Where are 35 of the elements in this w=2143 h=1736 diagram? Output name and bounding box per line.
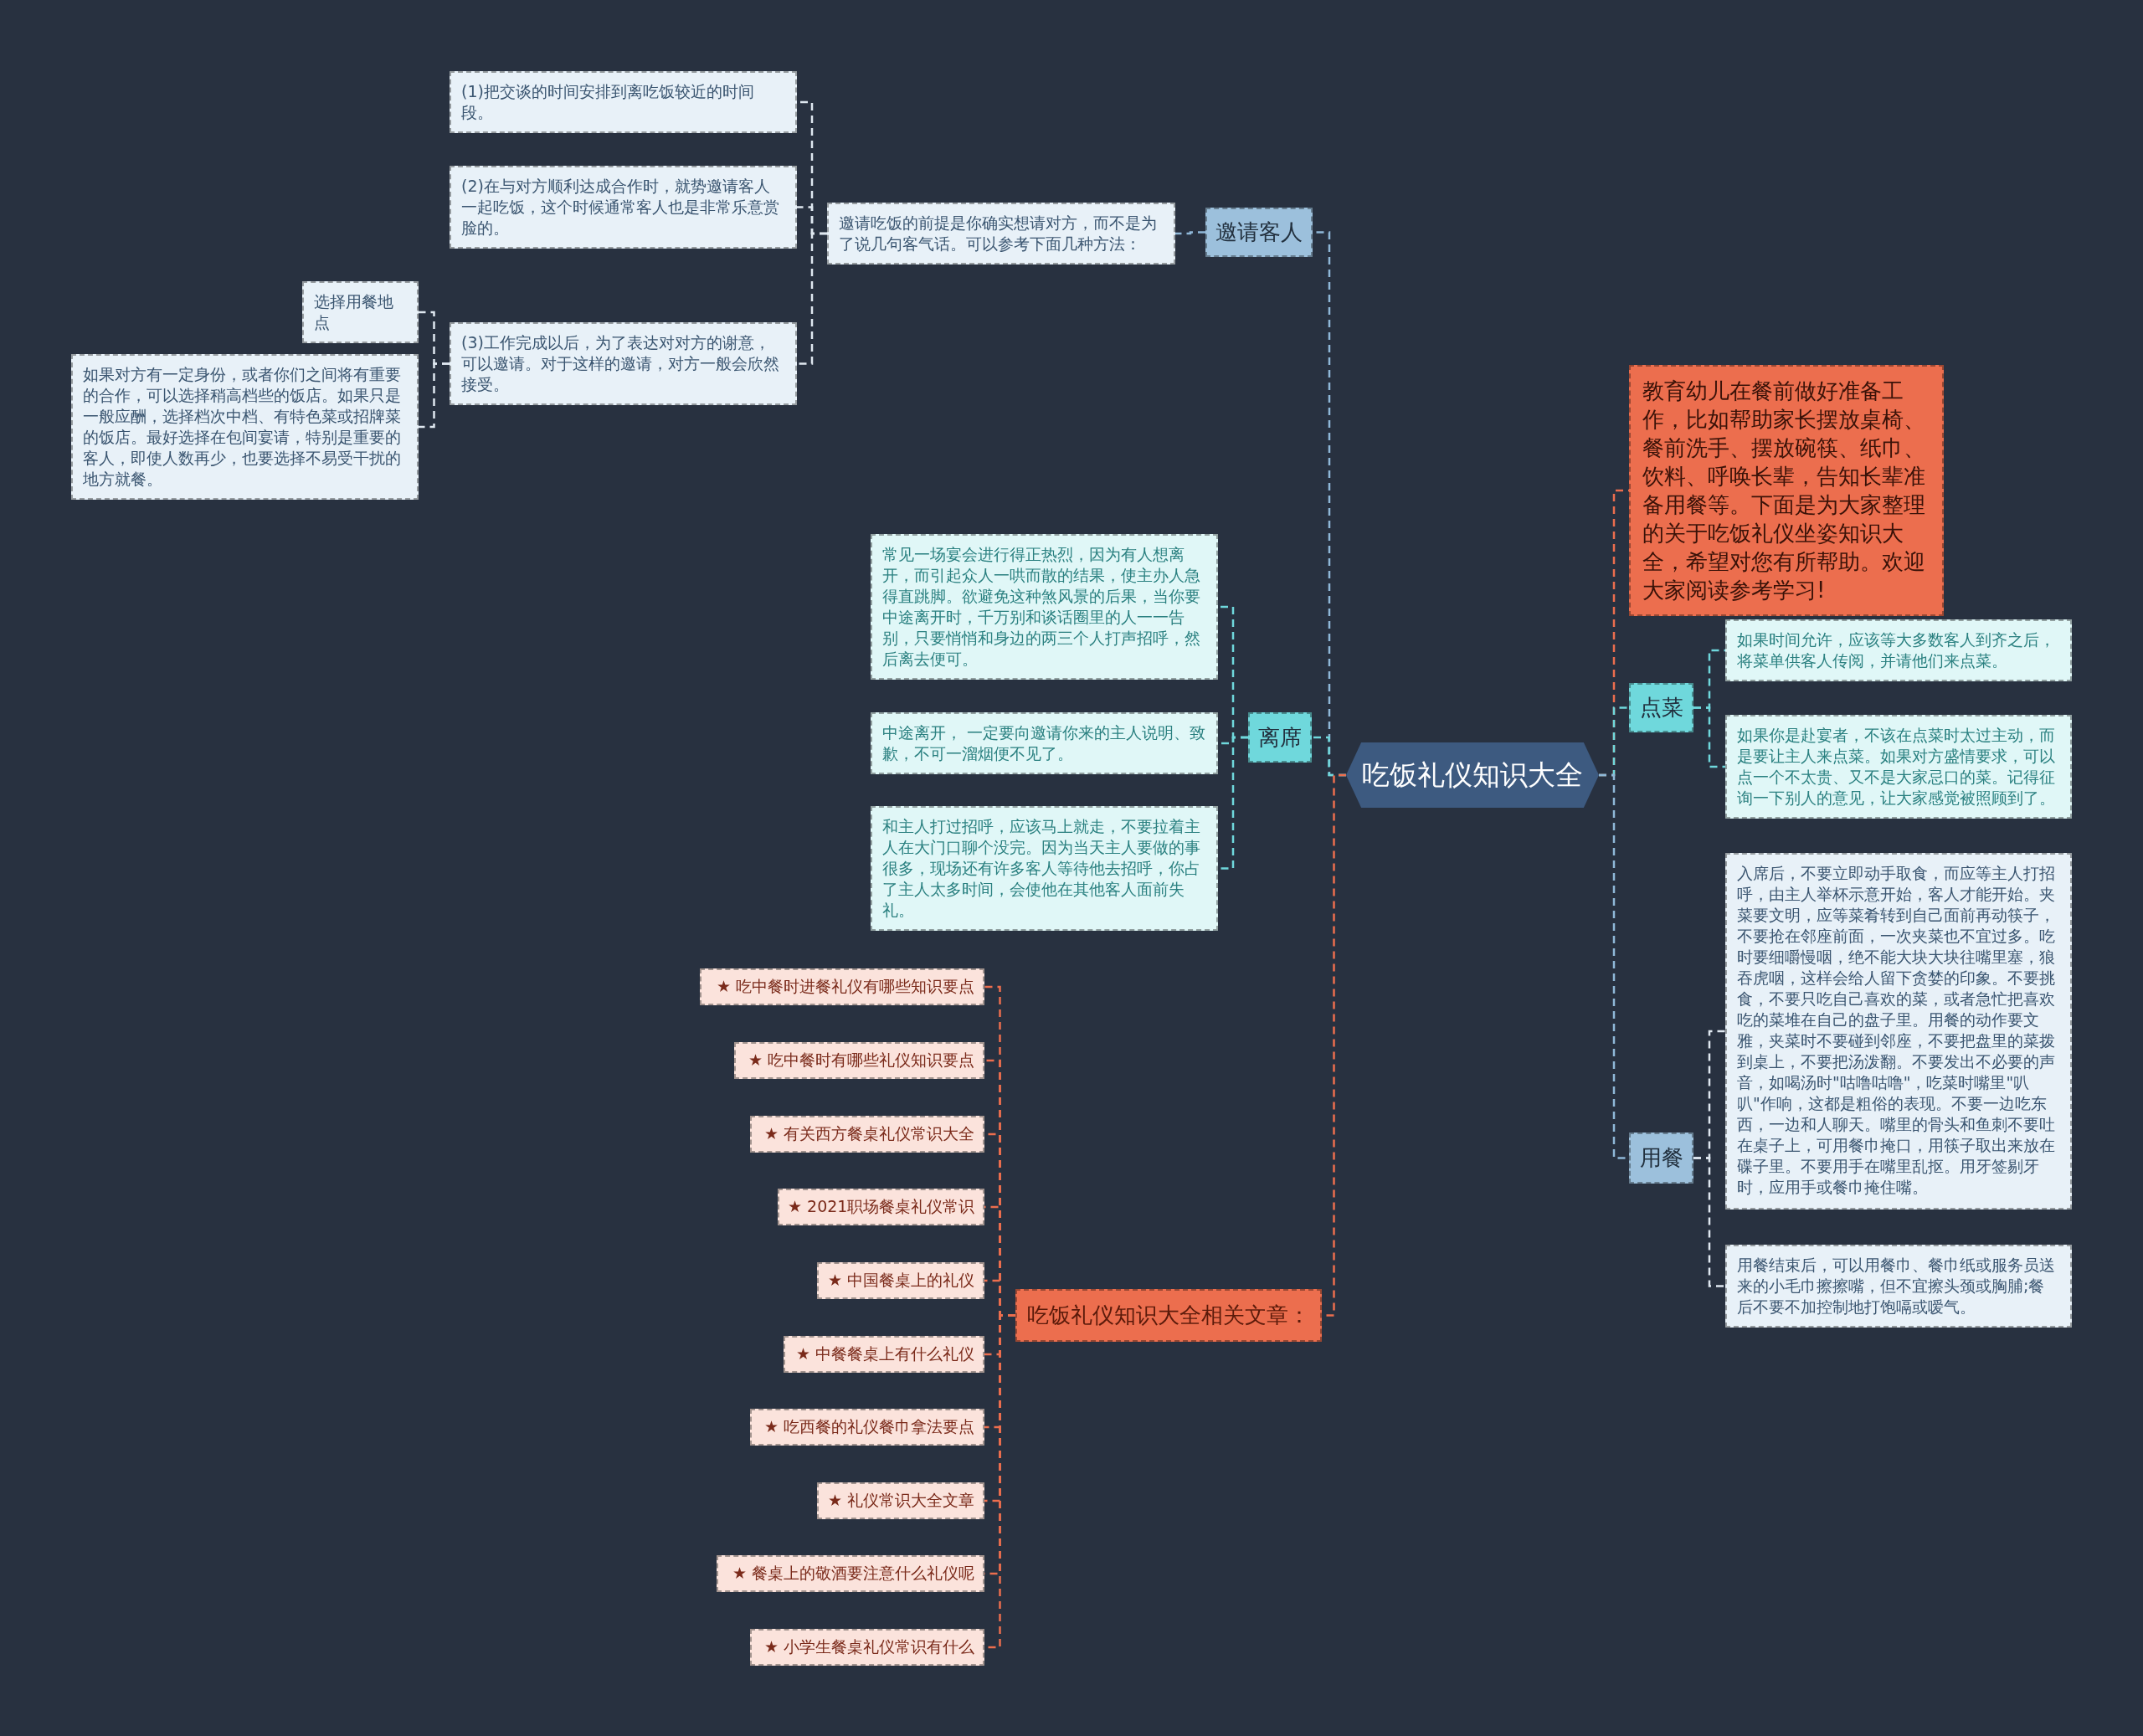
article-box: ★ 吃西餐的礼仪餐巾拿法要点 xyxy=(750,1409,984,1446)
article-box: ★ 2021职场餐桌礼仪常识 xyxy=(778,1189,985,1225)
article-box: ★ 有关西方餐桌礼仪常识大全 xyxy=(750,1116,984,1153)
topic-box: 点菜 xyxy=(1629,683,1693,732)
note-box: 选择用餐地点 xyxy=(302,281,419,343)
note-box: 和主人打过招呼，应该马上就走，不要拉着主人在大门口聊个没完。因为当天主人要做的事很多，现场还有许多客人等待他去招呼，你占了主人太多时间，会使他在其他客人面前失礼。 xyxy=(871,806,1218,931)
article-box: ★ 中国餐桌上的礼仪 xyxy=(817,1262,984,1299)
connector-line xyxy=(1693,706,1725,768)
topic-box: 邀请客人 xyxy=(1205,208,1313,257)
connector-line xyxy=(419,362,450,429)
note-box: (1)把交谈的时间安排到离吃饭较近的时间段。 xyxy=(450,71,797,133)
connector-line xyxy=(797,232,827,365)
article-box: ★ 礼仪常识大全文章 xyxy=(817,1482,984,1519)
note-box: (3)工作完成以后，为了表达对对方的谢意，可以邀请。对于这样的邀请，对方一般会欣然接受。 xyxy=(450,322,797,405)
note-box: 如果时间允许，应该等大多数客人到齐之后，将菜单供客人传阅，并请他们来点菜。 xyxy=(1725,619,2072,681)
topic-box: 吃饭礼仪知识大全相关文章： xyxy=(1015,1289,1322,1342)
note-box: (2)在与对方顺利达成合作时，就势邀请客人一起吃饭，这个时候通常客人也是非常乐意赏脸的。 xyxy=(450,166,797,249)
note-box: 邀请吃饭的前提是你确实想请对方，而不是为了说几句客气话。可以参考下面几种方法： xyxy=(827,203,1175,265)
note-box: 如果对方有一定身份，或者你们之间将有重要的合作，可以选择稍高档些的饭店。如果只是一般应酬，选择档次中档、有特色菜或招牌菜的饭店。最好选择在包间宴请，特别是重要的客人，即使人数再少，也要选择不易受干扰的地方就餐。 xyxy=(71,354,419,500)
note-box: 中途离开， 一定要向邀请你来的主人说明、致歉，不可一溜烟便不见了。 xyxy=(871,712,1218,774)
intro-box: 教育幼儿在餐前做好准备工作，比如帮助家长摆放桌椅、餐前洗手、摆放碗筷、纸巾、饮料、呼唤长辈，告知长辈准备用餐等。下面是为大家整理的关于吃饭礼仪坐姿知识大全，希望对您有所帮助。欢迎大家阅读参考学习! xyxy=(1629,365,1944,616)
topic-box: 离席 xyxy=(1248,712,1312,763)
note-box: 如果你是赴宴者，不该在点菜时太过主动，而是要让主人来点菜。如果对方盛情要求，可以点一个不太贵、又不是大家忌口的菜。记得征询一下别人的意见，让大家感觉被照顾到了。 xyxy=(1725,715,2072,819)
article-box: ★ 餐桌上的敬酒要注意什么礼仪呢 xyxy=(717,1555,984,1592)
note-box: 入席后，不要立即动手取食，而应等主人打招呼，由主人举杯示意开始，客人才能开始。夹菜要文明，应等菜肴转到自己面前再动筷子，不要抢在邻座前面，一次夹菜也不宜过多。吃时要细嚼慢咽，绝不能大块大块往嘴里塞，狼吞虎咽，这样会给人留下贪婪的印象。不要挑食，不要只吃自己喜欢的菜，或者急忙把喜欢吃的菜堆在自己的盘子里。用餐的动作要文雅，夹菜时不要碰到邻座，不要把盘里的菜拨到桌上，不要把汤泼翻。不要发出不必要的声音，如喝汤时"咕噜咕噜"，吃菜时嘴里"叭叭"作响，这都是粗俗的表现。不要一边吃东西，一边和人聊天。嘴里的骨头和鱼刺不要吐在桌子上，可用餐巾掩口，用筷子取出来放在碟子里。不要用手在嘴里乱抠。用牙签剔牙时，应用手或餐巾掩住嘴。 xyxy=(1725,853,2072,1210)
note-box: 常见一场宴会进行得正热烈，因为有人想离开，而引起众人一哄而散的结果，使主办人急得直跳脚。欲避免这种煞风景的后果，当你要中途离开时，千万别和谈话圈里的人一一告别，只要悄悄和身边的两三个人打声招呼，然后离去便可。 xyxy=(871,534,1218,680)
connector-line xyxy=(1175,231,1205,235)
central-topic: 吃饭礼仪知识大全 xyxy=(1346,742,1599,808)
connector-line xyxy=(1693,1157,1725,1287)
article-box: ★ 中餐餐桌上有什么礼仪 xyxy=(784,1336,984,1373)
note-box: 用餐结束后，可以用餐巾、餐巾纸或服务员送来的小毛巾擦擦嘴，但不宜擦头颈或胸脯;餐后不要不加控制地打饱嗝或嗳气。 xyxy=(1725,1245,2072,1328)
article-box: ★ 吃中餐时有哪些礼仪知识要点 xyxy=(734,1042,984,1079)
topic-box: 用餐 xyxy=(1629,1133,1693,1184)
article-box: ★ 小学生餐桌礼仪常识有什么 xyxy=(750,1629,984,1666)
article-box: ★ 吃中餐时进餐礼仪有哪些知识要点 xyxy=(700,968,984,1005)
